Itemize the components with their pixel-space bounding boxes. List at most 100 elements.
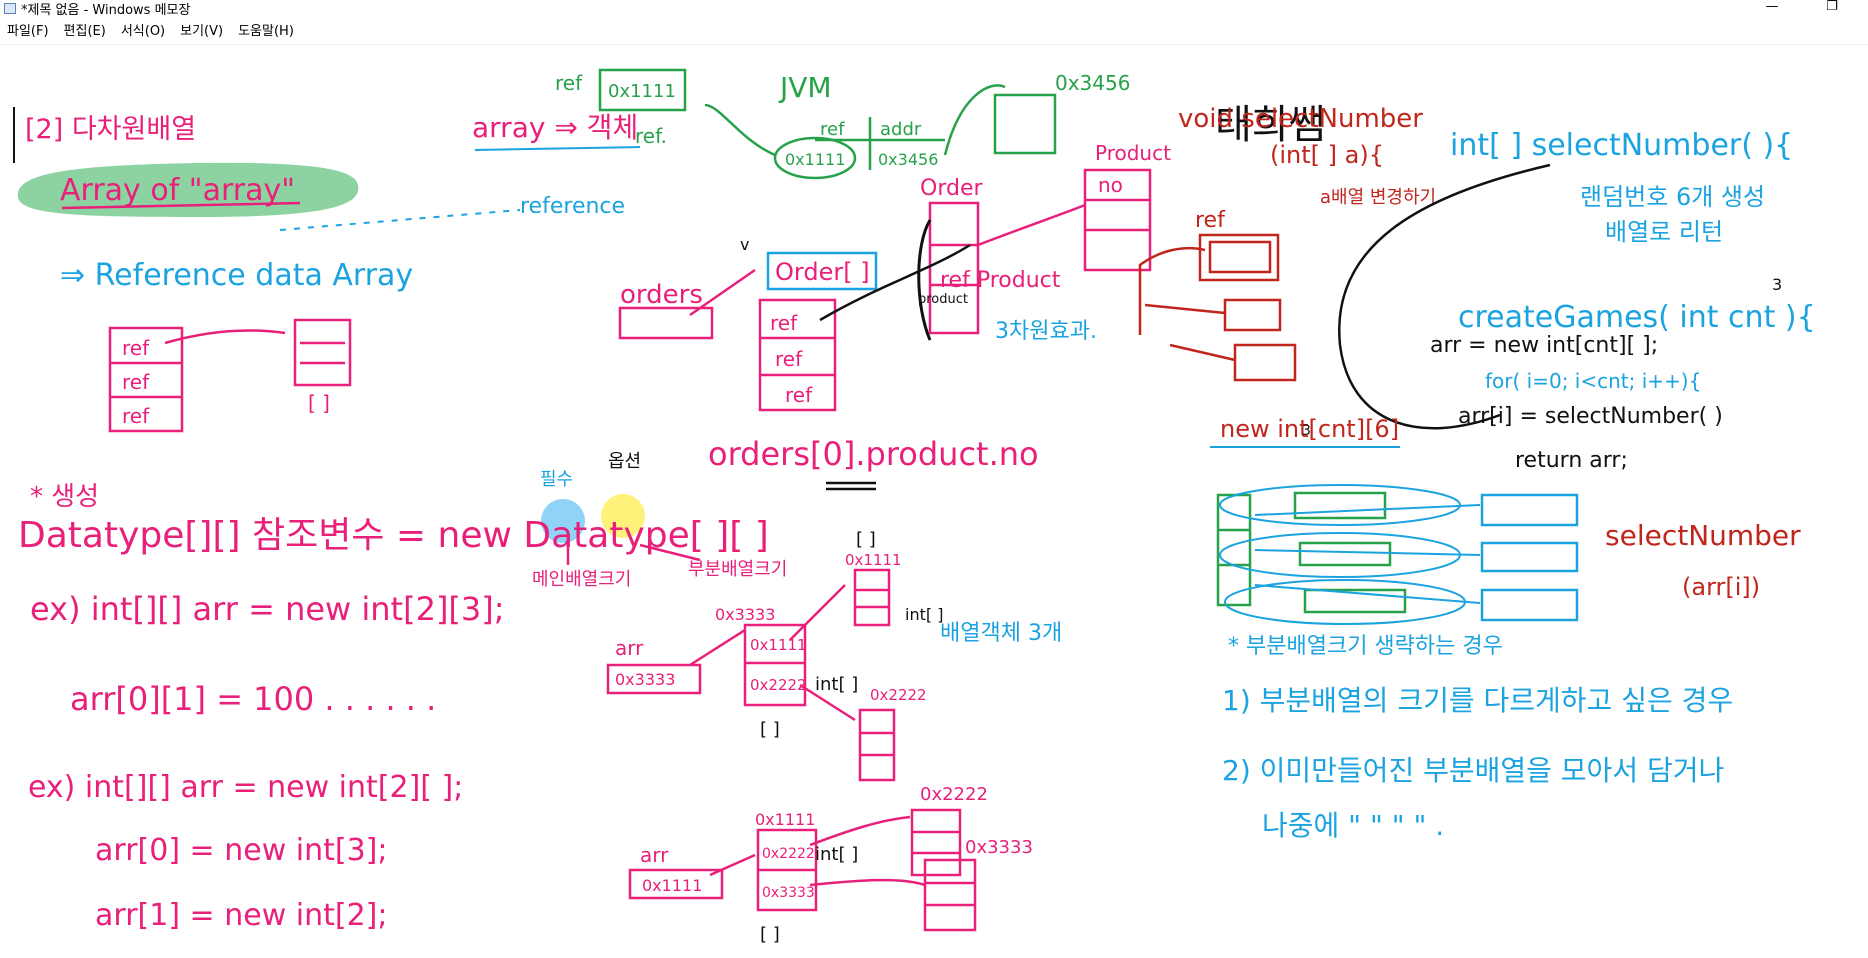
example-2-line-3: arr[1] = new int[2]; bbox=[95, 898, 388, 933]
select-number-red: selectNumber bbox=[1605, 519, 1801, 552]
ref-dot: ref. bbox=[635, 124, 667, 148]
bracket-label: [ ] bbox=[308, 391, 330, 415]
orders-label: orders bbox=[620, 280, 703, 310]
check-mark: v bbox=[740, 235, 749, 254]
jvm-ref-box bbox=[598, 68, 687, 112]
int-arr: int[ ] bbox=[905, 605, 943, 624]
syntax-text: Datatype[][] 참조변수 = new Datatype[ ][ ] bbox=[18, 515, 769, 556]
array-objects: 배열객체 3개 bbox=[940, 621, 1062, 646]
ref-cell: ref bbox=[122, 370, 150, 394]
addr-text: 0x2222 bbox=[762, 846, 815, 862]
new-int: new int[cnt][6] bbox=[1220, 415, 1399, 443]
ref-top: ref bbox=[555, 71, 583, 95]
bracket-label: [ ] bbox=[856, 529, 876, 550]
int-arr: int[ ] bbox=[815, 844, 858, 865]
menu-format[interactable]: 서식(O) bbox=[120, 24, 166, 39]
int-arr: int[ ] bbox=[815, 674, 858, 695]
table-cell: 0x1111 bbox=[785, 150, 845, 169]
number-label: 3 bbox=[1772, 275, 1782, 294]
addr-label: 0x3456 bbox=[1055, 71, 1130, 95]
maximize-button[interactable]: ❐ bbox=[1826, 0, 1838, 14]
product-small: product bbox=[918, 292, 968, 307]
a-array-fill: a배열 변경하기 bbox=[1320, 187, 1436, 208]
product-box bbox=[1083, 168, 1152, 272]
void-select-param: (int[ ] a){ bbox=[1270, 141, 1384, 169]
ref-red: ref bbox=[1195, 208, 1226, 233]
for-loop: for( i=0; i<cnt; i++){ bbox=[1485, 369, 1701, 393]
teacher-signature: 태희쌤 bbox=[1215, 102, 1326, 148]
menu-edit[interactable]: 편집(E) bbox=[63, 24, 106, 39]
addr-text: 0x1111 bbox=[755, 810, 815, 829]
case-1: 1) 부분배열의 크기를 다르게하고 싶은 경우 bbox=[1222, 684, 1733, 717]
window-title: *제목 없음 - Windows 메모장 bbox=[21, 2, 191, 18]
omit-sub-size: * 부분배열크기 생략하는 경우 bbox=[1228, 634, 1503, 659]
random-return-2: 배열로 리턴 bbox=[1605, 218, 1723, 246]
object-box bbox=[993, 93, 1057, 155]
order-array-box bbox=[766, 251, 878, 291]
example-1-assign: arr[0][1] = 100 . . . . . . bbox=[70, 680, 436, 718]
red-array-box bbox=[1198, 233, 1280, 282]
ref-cell: ref bbox=[122, 404, 150, 428]
addr-text: 0x3333 bbox=[762, 885, 815, 901]
reference-data-array: ⇒ Reference data Array bbox=[60, 258, 413, 293]
order-array-label: Order[ ] bbox=[775, 258, 870, 286]
create-games: createGames( int cnt ){ bbox=[1458, 300, 1816, 335]
int-select: int[ ] selectNumber( ){ bbox=[1450, 128, 1793, 163]
table-cell: 0x3456 bbox=[878, 150, 938, 169]
case-2b: 나중에 " " " " . bbox=[1262, 809, 1444, 842]
bracket-label: [ ] bbox=[760, 924, 780, 945]
drawing-canvas[interactable]: 태희쌤 [2] 다차원배열 Array of "array" array ⇒ 객… bbox=[0, 45, 1868, 958]
arr-label: arr bbox=[615, 636, 644, 660]
section-heading: [2] 다차원배열 bbox=[25, 114, 196, 145]
addr-text: 0x1111 bbox=[750, 636, 807, 654]
example-1: ex) int[][] arr = new int[2][3]; bbox=[30, 590, 505, 628]
table-head: addr bbox=[880, 119, 922, 140]
arr-i: arr[i] = selectNumber( ) bbox=[1458, 404, 1723, 429]
case-2: 2) 이미만들어진 부분배열을 모아서 담거나 bbox=[1222, 754, 1724, 787]
reference-text: reference bbox=[520, 194, 625, 219]
create-heading: * 생성 bbox=[30, 482, 99, 512]
arrow bbox=[164, 329, 286, 345]
blue-highlight bbox=[541, 499, 585, 543]
addr-text: 0x2222 bbox=[750, 676, 807, 694]
addr-text: 0x2222 bbox=[870, 686, 927, 704]
addr-text: 0x2222 bbox=[920, 784, 988, 805]
order-cell: ref bbox=[775, 347, 803, 371]
required-label: 필수 bbox=[540, 469, 573, 490]
underline-blue bbox=[474, 146, 641, 151]
ref-box bbox=[108, 326, 184, 433]
arr-new: arr = new int[cnt][ ]; bbox=[1430, 333, 1658, 358]
menu-bar: 파일(F) 편집(E) 서식(O) 보기(V) 도움말(H) bbox=[0, 20, 1868, 45]
return-arr: return arr; bbox=[1515, 448, 1628, 473]
bracket-label: [ ] bbox=[760, 719, 780, 740]
order-cell: ref bbox=[785, 383, 813, 407]
minimize-button[interactable]: — bbox=[1765, 0, 1779, 14]
sub-array-box bbox=[293, 318, 352, 387]
addr-text: 0x1111 bbox=[608, 81, 676, 102]
order-label: Order bbox=[920, 176, 983, 201]
arr-label: arr bbox=[640, 843, 669, 867]
example-2: ex) int[][] arr = new int[2][ ]; bbox=[28, 770, 463, 805]
main-size: 메인배열크기 bbox=[532, 569, 631, 590]
menu-file[interactable]: 파일(F) bbox=[7, 24, 49, 39]
menu-view[interactable]: 보기(V) bbox=[180, 24, 224, 39]
handwriting-svg: [2] 다차원배열 Array of "array" array ⇒ 객체 re… bbox=[13, 68, 1816, 945]
underline bbox=[61, 201, 301, 210]
notepad-icon bbox=[4, 2, 16, 14]
order-cells-box bbox=[758, 298, 837, 412]
order-object-box bbox=[928, 201, 980, 335]
three-dim-effect: 3차원효과. bbox=[995, 319, 1097, 344]
addr-text: 0x3333 bbox=[615, 670, 675, 689]
number-label: 3 bbox=[1302, 423, 1311, 439]
random-return: 랜덤번호 6개 생성 bbox=[1580, 183, 1765, 211]
green-circle bbox=[773, 136, 857, 180]
title-bar: *제목 없음 - Windows 메모장 — ❐ bbox=[0, 0, 1868, 18]
addr-text: 0x3333 bbox=[715, 605, 775, 624]
menu-help[interactable]: 도움말(H) bbox=[238, 24, 294, 39]
ref-cell: ref bbox=[122, 336, 150, 360]
orders-expr: orders[0].product.no bbox=[708, 435, 1039, 473]
table-head: ref bbox=[820, 119, 845, 140]
array-of-array: Array of "array" bbox=[60, 173, 295, 208]
example-2-line-2: arr[0] = new int[3]; bbox=[95, 833, 388, 868]
order-cell: ref bbox=[770, 311, 798, 335]
